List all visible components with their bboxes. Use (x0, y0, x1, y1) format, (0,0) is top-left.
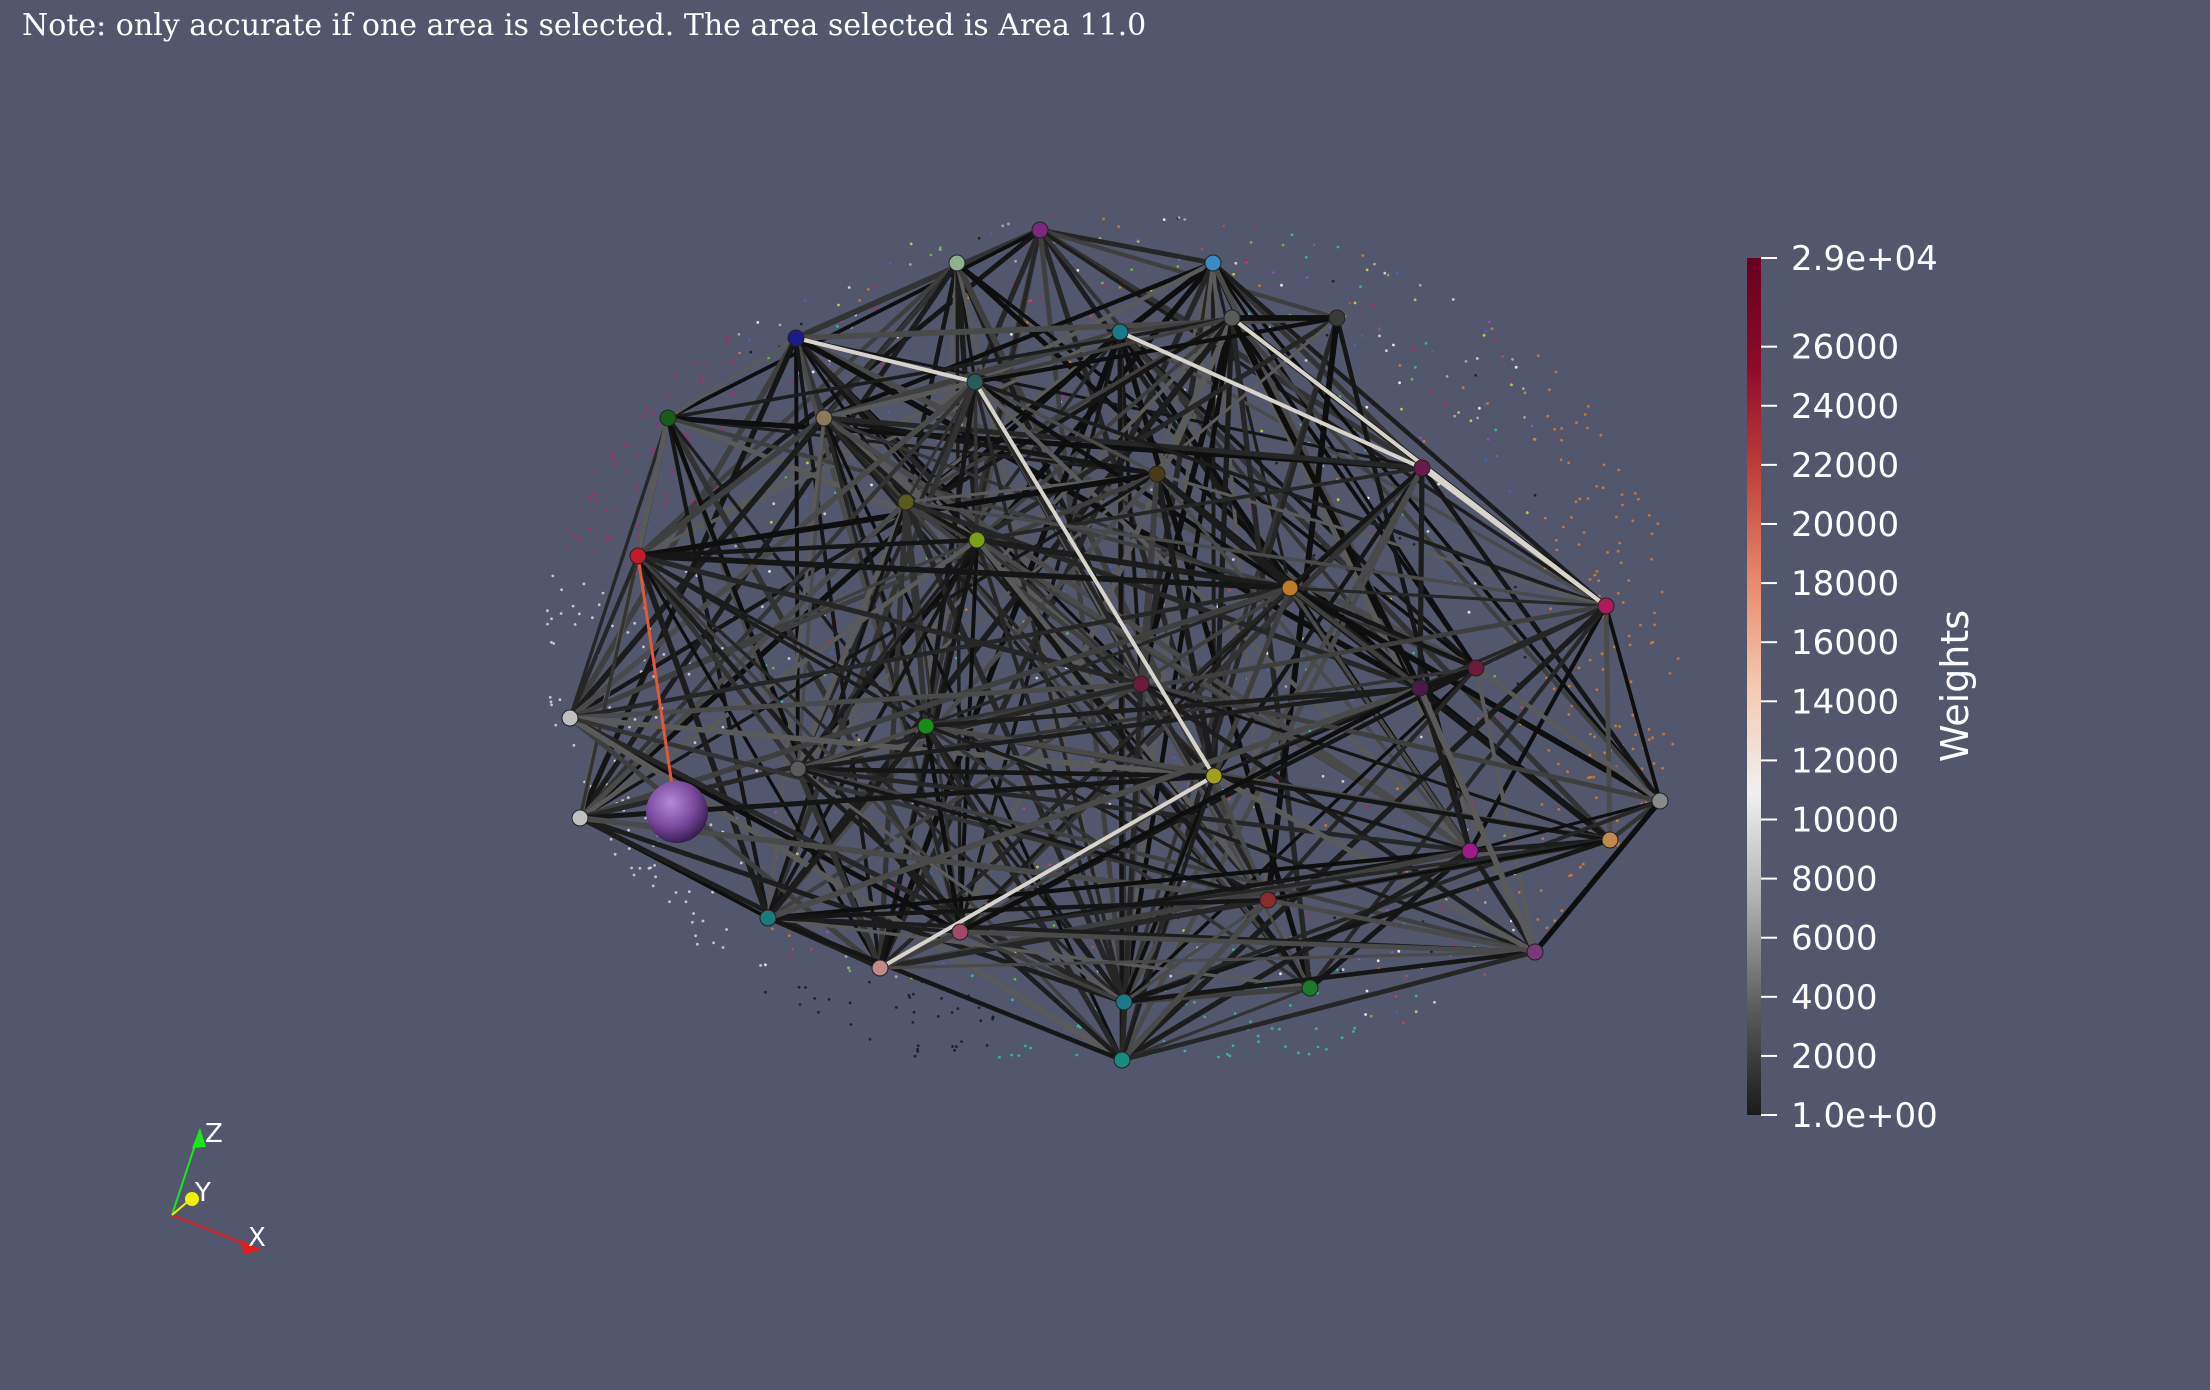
area-node (629, 547, 647, 565)
z-axis-arrowhead (192, 1128, 206, 1148)
colorbar-tick-label: 26000 (1791, 328, 1899, 368)
area-node (815, 409, 833, 427)
colorbar-tick-label: 24000 (1791, 387, 1899, 427)
selected-area-highlight[interactable] (646, 781, 708, 843)
area-node (948, 254, 966, 272)
connectivity-edges (567, 227, 1663, 1063)
colorbar-tick-label: 14000 (1791, 682, 1899, 722)
z-axis-label: Z (205, 1119, 223, 1149)
colorbar-tick-label: 12000 (1791, 741, 1899, 781)
y-axis-label: Y (194, 1178, 211, 1208)
area-node (1411, 679, 1429, 697)
colorbar-tick-label: 10000 (1791, 801, 1899, 841)
area-node (787, 329, 805, 347)
area-node (951, 923, 969, 941)
colorbar-tick-label: 2.9e+04 (1791, 239, 1938, 279)
area-node (1223, 309, 1241, 327)
colorbar-title: Weights (1933, 610, 1977, 762)
selected-area-sphere[interactable] (646, 781, 708, 843)
colorbar-tick-label: 2000 (1791, 1037, 1878, 1077)
area-node (897, 493, 915, 511)
area-node (1467, 659, 1485, 677)
area-node (1651, 792, 1669, 810)
x-axis-label: X (248, 1223, 266, 1253)
area-node (1301, 979, 1319, 997)
colorbar-tick-label: 8000 (1791, 860, 1878, 900)
area-node (789, 760, 807, 778)
selected-area-note: Note: only accurate if one area is selec… (22, 8, 1147, 43)
area-node (1601, 831, 1619, 849)
y-axis-marker (185, 1192, 199, 1206)
area-node (1115, 993, 1133, 1011)
orientation-axes-widget: Z Y X (171, 1119, 266, 1254)
area-node (1461, 842, 1479, 860)
colorbar-tick-label: 16000 (1791, 623, 1899, 663)
colorbar-tick-label: 6000 (1791, 919, 1878, 959)
area-node (968, 531, 986, 549)
colorbar-ticks: 2.9e+04 26000 24000 22000 20000 18000 16000 140… (1761, 239, 1938, 1136)
area-node (1597, 597, 1615, 615)
area-node (1111, 323, 1129, 341)
area-node (871, 959, 889, 977)
area-node (1281, 579, 1299, 597)
area-node (561, 709, 579, 727)
area-node (1205, 767, 1223, 785)
colorbar-tick-label: 22000 (1791, 446, 1899, 486)
area-node (1413, 459, 1431, 477)
area-node (1259, 891, 1277, 909)
area-node (917, 717, 935, 735)
area-nodes (561, 221, 1669, 1069)
weights-colorbar: 2.9e+04 26000 24000 22000 20000 18000 16000 140… (1747, 239, 1977, 1136)
x-axis-arrowhead (240, 1240, 262, 1254)
area-node (1132, 675, 1150, 693)
area-node (571, 809, 589, 827)
colorbar-tick-label: 18000 (1791, 564, 1899, 604)
area-node (1526, 943, 1544, 961)
area-node (1328, 309, 1346, 327)
area-node (759, 909, 777, 927)
area-node (1031, 221, 1049, 239)
colorbar-tick-label: 4000 (1791, 978, 1878, 1018)
colorbar-gradient (1747, 258, 1761, 1115)
area-node (659, 409, 677, 427)
area-node (1113, 1051, 1131, 1069)
area-node (1148, 465, 1166, 483)
colorbar-tick-label: 1.0e+00 (1791, 1096, 1938, 1136)
area-node (966, 373, 984, 391)
area-node (1204, 254, 1222, 272)
colorbar-tick-label: 20000 (1791, 505, 1899, 545)
